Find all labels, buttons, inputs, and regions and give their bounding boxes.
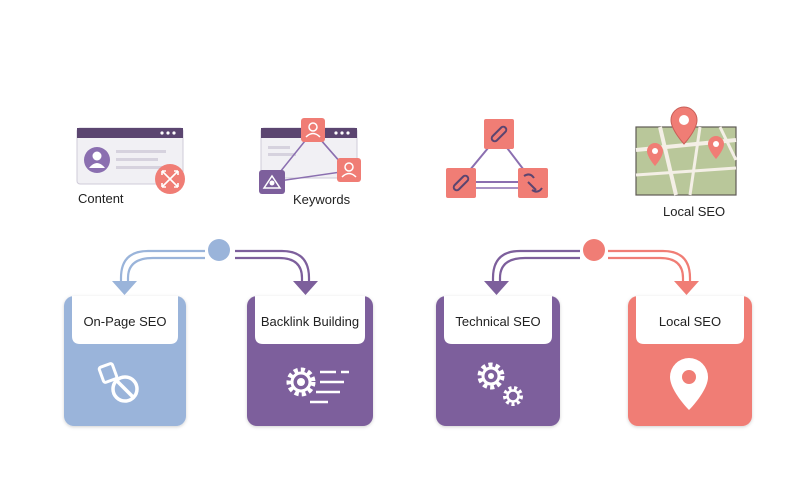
arrow-down-icon bbox=[674, 281, 699, 295]
gears-icon bbox=[477, 362, 523, 406]
keywords-network-icon bbox=[259, 118, 361, 194]
card-local-seo[interactable]: Local SEO bbox=[628, 296, 752, 426]
gear-speed-icon bbox=[286, 367, 349, 404]
left-connector bbox=[112, 239, 318, 295]
card-title: Technical SEO bbox=[455, 314, 540, 329]
local-seo-label: Local SEO bbox=[663, 204, 726, 219]
arrow-down-icon bbox=[484, 281, 509, 295]
card-title: Backlink Building bbox=[261, 314, 359, 329]
keywords-label: Keywords bbox=[293, 192, 351, 207]
card-title: On-Page SEO bbox=[83, 314, 166, 329]
card-title: Local SEO bbox=[659, 314, 721, 329]
location-pin-icon bbox=[670, 358, 708, 410]
card-on-page-seo[interactable]: On-Page SEO bbox=[64, 296, 186, 426]
arrow-down-icon bbox=[112, 281, 137, 295]
content-browser-icon bbox=[76, 127, 185, 194]
node-dot bbox=[208, 239, 230, 261]
map-pin-icon bbox=[635, 106, 738, 196]
right-connector bbox=[484, 239, 699, 295]
card-technical-seo[interactable]: Technical SEO bbox=[436, 296, 560, 426]
node-dot bbox=[583, 239, 605, 261]
link-triangle-icon bbox=[446, 119, 548, 198]
expand-arrows-icon bbox=[155, 164, 185, 194]
content-label: Content bbox=[78, 191, 124, 206]
tag-edit-icon bbox=[97, 362, 139, 403]
card-backlink-building[interactable]: Backlink Building bbox=[247, 296, 373, 426]
user-avatar-icon bbox=[84, 147, 110, 173]
arrow-down-icon bbox=[293, 281, 318, 295]
